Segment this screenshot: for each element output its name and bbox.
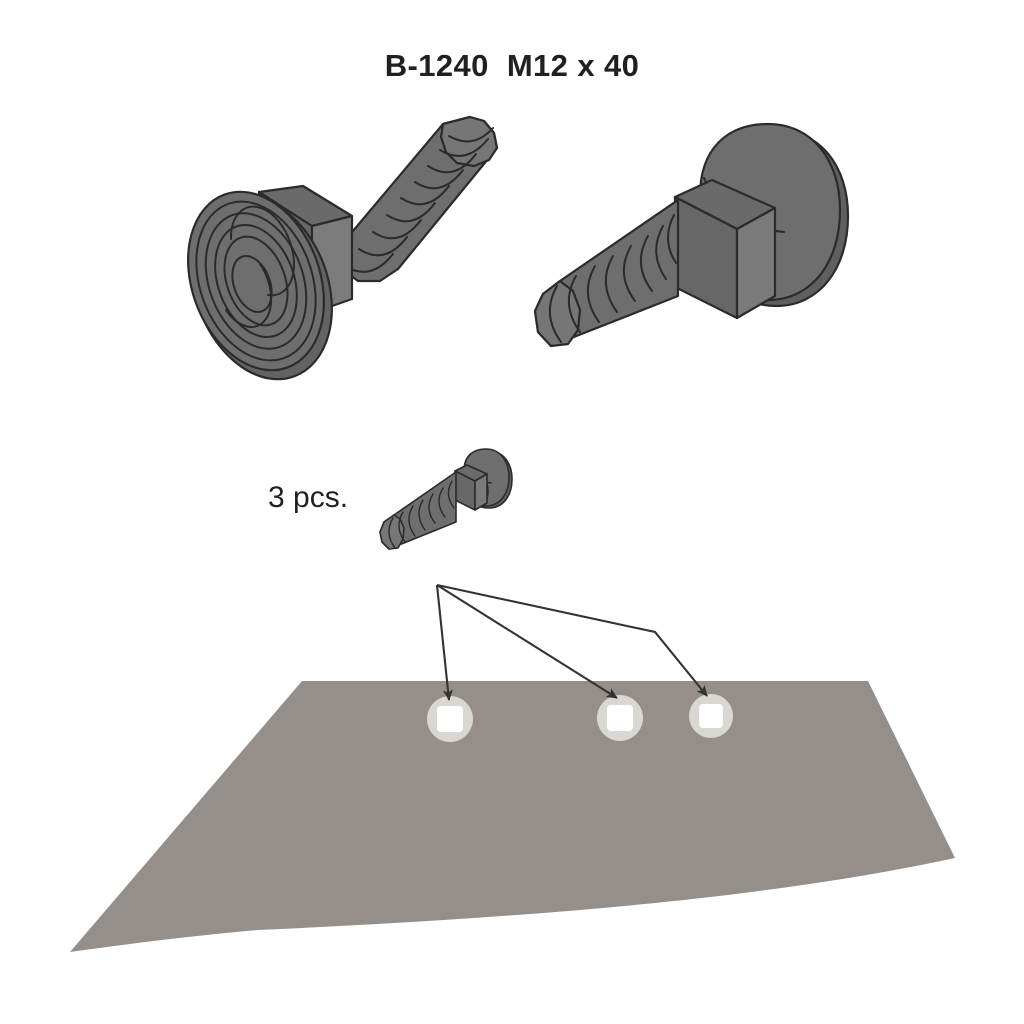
plate-hole-group xyxy=(427,694,733,742)
bolt-square-neck-right xyxy=(673,178,777,320)
mounting-plate xyxy=(70,681,955,952)
head-ring-group xyxy=(195,200,317,362)
part-carriage-bolt-side-view xyxy=(533,122,850,348)
assembly-arrow-group xyxy=(435,583,708,701)
hole-2[interactable] xyxy=(597,695,643,741)
hole-3[interactable] xyxy=(689,694,733,738)
bolt-shank-right xyxy=(533,198,680,348)
part-carriage-bolt-small xyxy=(379,448,513,550)
quantity-label: 3 pcs. xyxy=(268,481,349,514)
bolt-shank-left xyxy=(335,115,499,283)
bolt-dome-head-left xyxy=(187,190,333,381)
part-carriage-bolt-head-view xyxy=(187,115,499,381)
arrow-to-hole-2 xyxy=(436,584,618,699)
small-bolt-square-neck xyxy=(454,464,488,511)
page-title: B-1240 M12 x 40 xyxy=(384,48,640,83)
hole-1[interactable] xyxy=(427,696,473,742)
small-bolt-shank xyxy=(379,471,457,550)
arrow-to-hole-3 xyxy=(436,583,708,697)
arrow-to-hole-1 xyxy=(435,584,453,701)
